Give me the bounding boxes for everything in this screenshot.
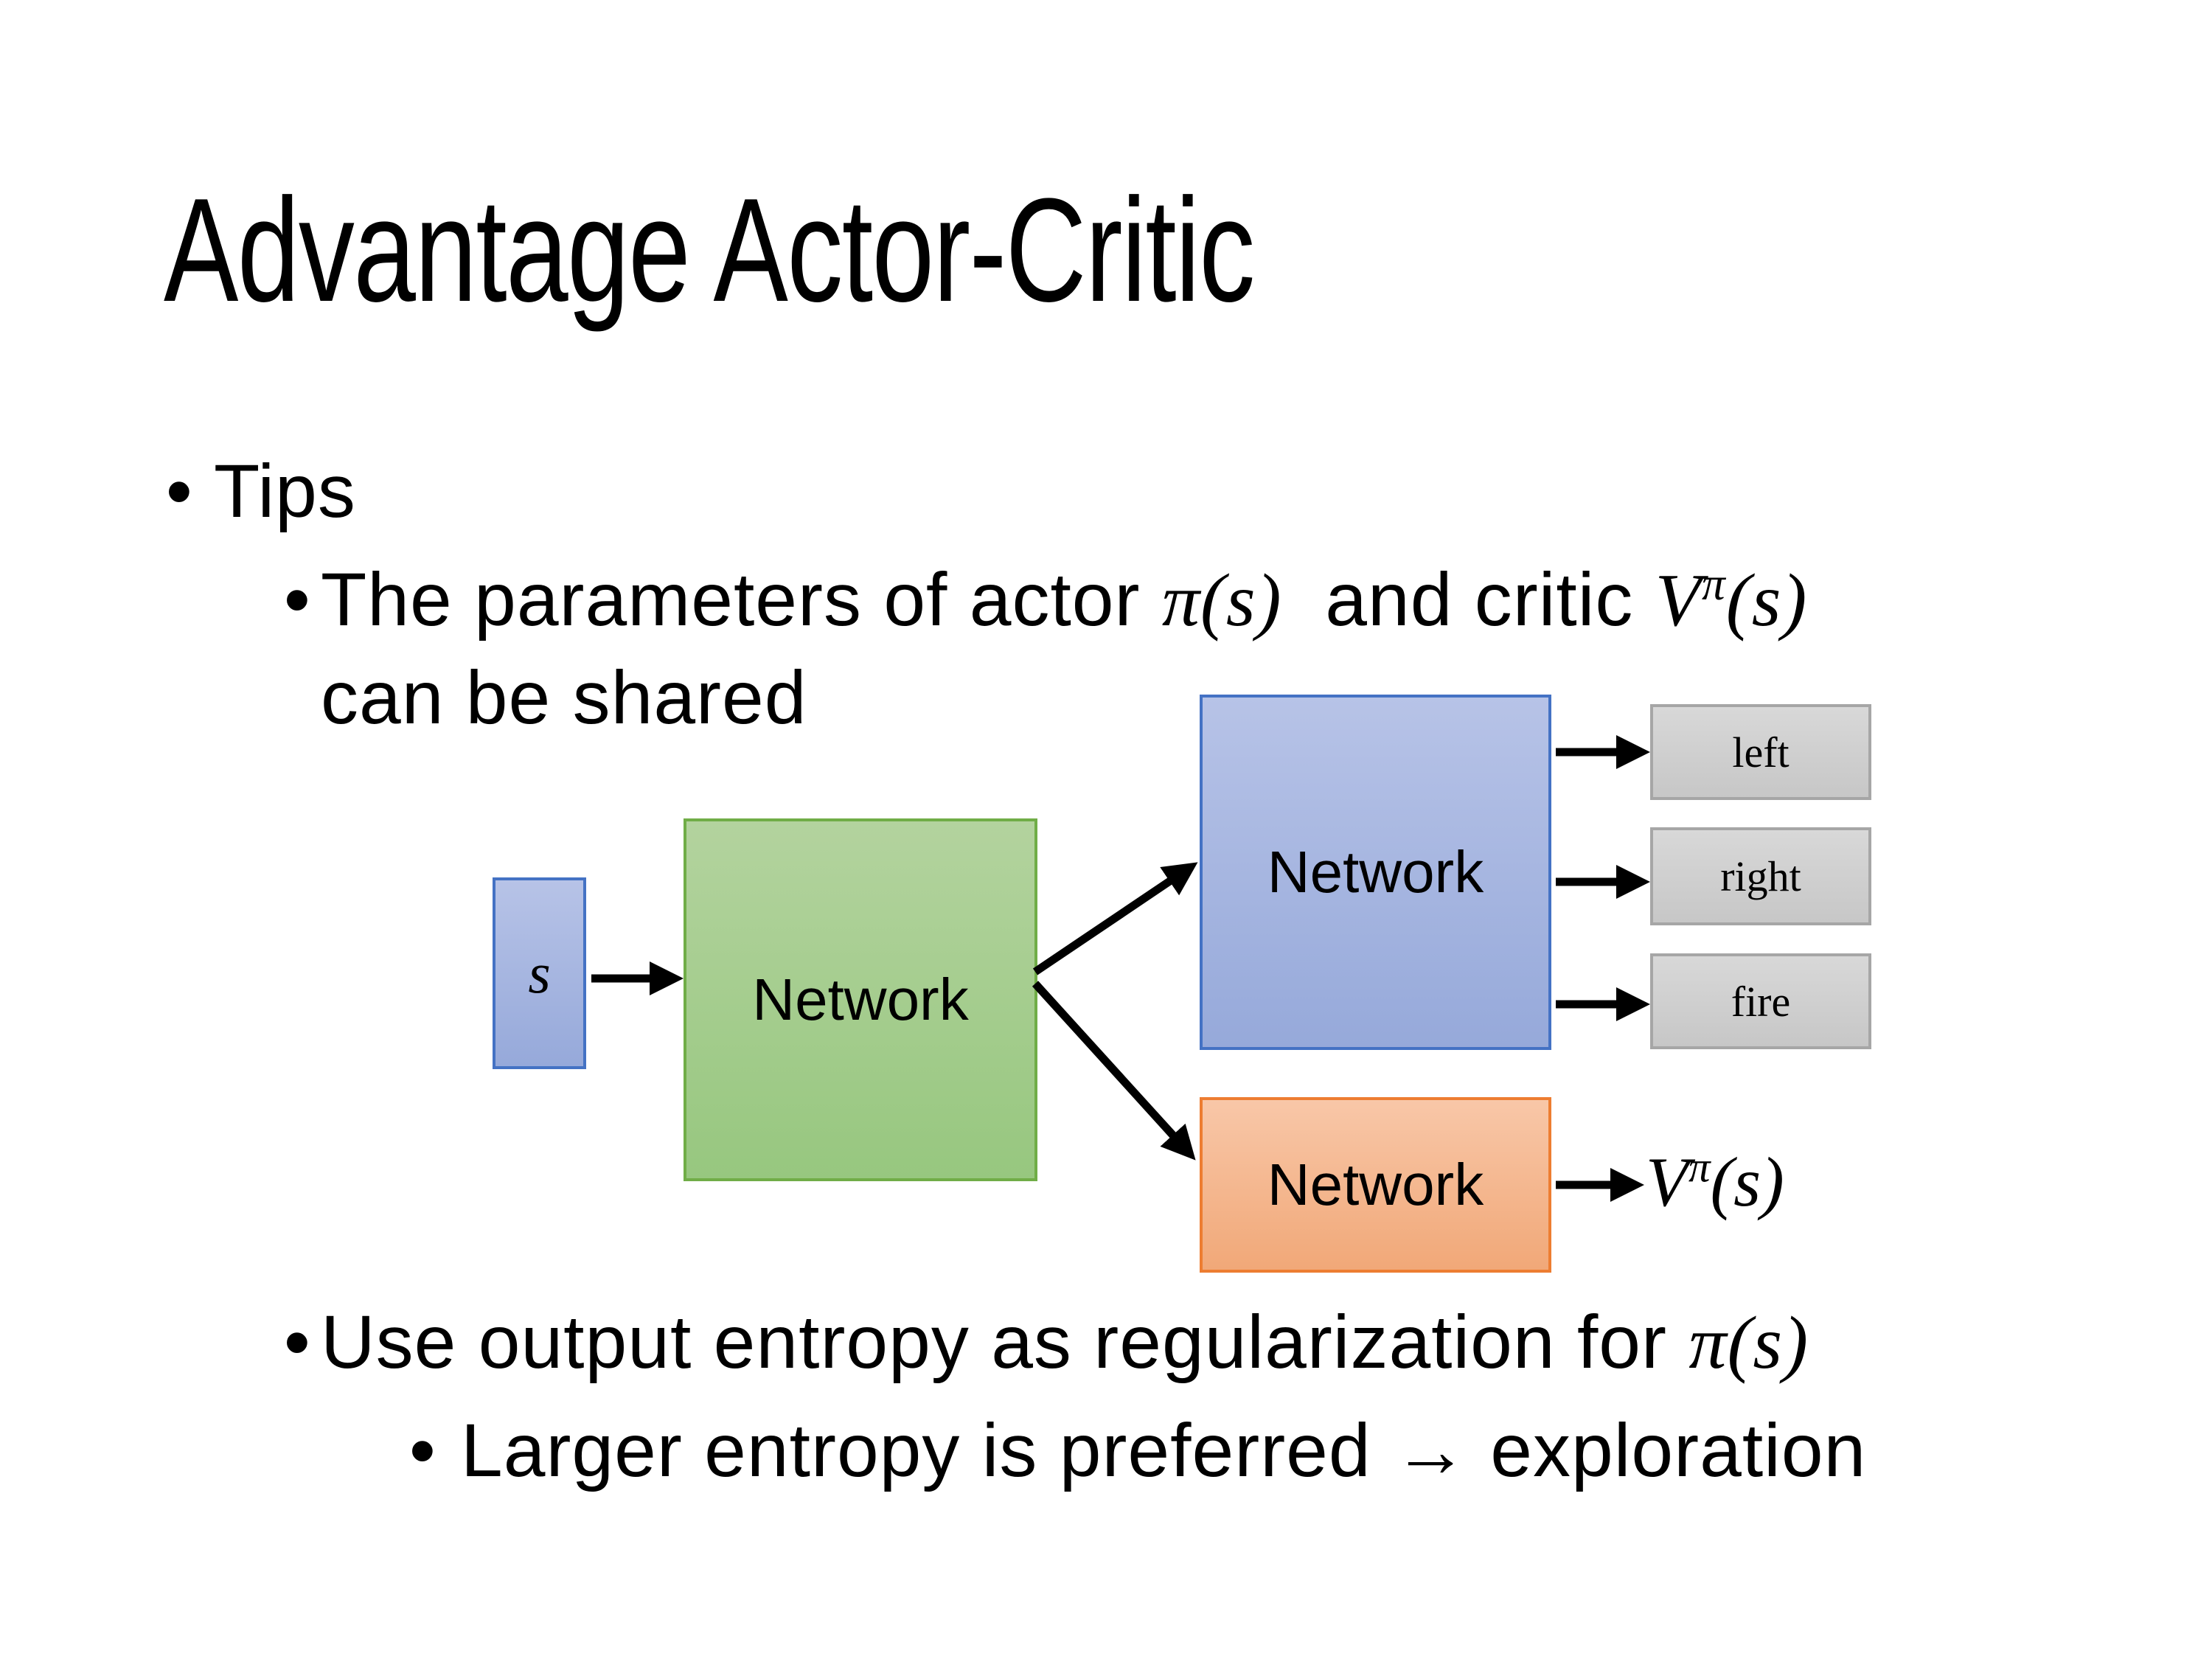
action-box-right: right xyxy=(1650,827,1871,925)
bullet-dot: • xyxy=(284,1300,311,1384)
bullet-tips: •Tips xyxy=(166,446,356,536)
parameters-text-3: can be shared xyxy=(321,655,807,740)
parameters-text-2: and critic xyxy=(1281,557,1655,641)
value-sup: π xyxy=(1688,1143,1711,1192)
shared-network-label: Network xyxy=(752,967,969,1032)
value-output-label: Vπ(s) xyxy=(1646,1141,1784,1222)
bullet-parameters-line1: •The parameters of actor π(s) and critic… xyxy=(284,554,1807,646)
bullet-dot: • xyxy=(409,1408,437,1492)
action-box-fire: fire xyxy=(1650,953,1871,1049)
arrow-shared-to-actor xyxy=(1032,862,1198,975)
actor-policy-math: π(s) xyxy=(1161,559,1282,642)
action-label-fire: fire xyxy=(1731,977,1791,1026)
actor-network-label: Network xyxy=(1267,839,1484,905)
critic-value-math-base: V xyxy=(1655,559,1703,642)
action-label-right: right xyxy=(1720,852,1801,900)
value-args: (s) xyxy=(1710,1143,1784,1221)
page-title: Advantage Actor-Critic xyxy=(164,168,1255,333)
bullet-entropy: •Use output entropy as regularization fo… xyxy=(284,1297,1809,1388)
action-label-left: left xyxy=(1732,728,1790,776)
entropy-policy-math: π(s) xyxy=(1688,1301,1809,1385)
action-box-left: left xyxy=(1650,704,1871,800)
critic-network-label: Network xyxy=(1267,1152,1484,1217)
bullet-exploration: • Larger entropy is preferred → explorati… xyxy=(409,1405,1866,1495)
critic-network-box: Network xyxy=(1200,1097,1551,1273)
parameters-text-1: The parameters of actor xyxy=(321,557,1162,641)
arrow-shared-to-critic xyxy=(1032,981,1196,1161)
value-base: V xyxy=(1646,1143,1689,1221)
state-label: s xyxy=(528,941,551,1005)
exploration-text: Larger entropy is preferred → exploratio… xyxy=(461,1408,1867,1492)
actor-network-box: Network xyxy=(1200,695,1551,1050)
bullet-dot: • xyxy=(284,557,311,641)
bullet-parameters-line2: can be shared xyxy=(321,653,807,742)
tips-label: Tips xyxy=(214,449,356,533)
bullet-dot: • xyxy=(166,449,193,533)
critic-value-math-sup: π xyxy=(1702,558,1726,610)
shared-network-box: Network xyxy=(684,818,1037,1181)
entropy-text: Use output entropy as regularization for xyxy=(321,1300,1689,1384)
critic-value-math-args: (s) xyxy=(1725,559,1808,642)
state-box: s xyxy=(493,877,586,1069)
